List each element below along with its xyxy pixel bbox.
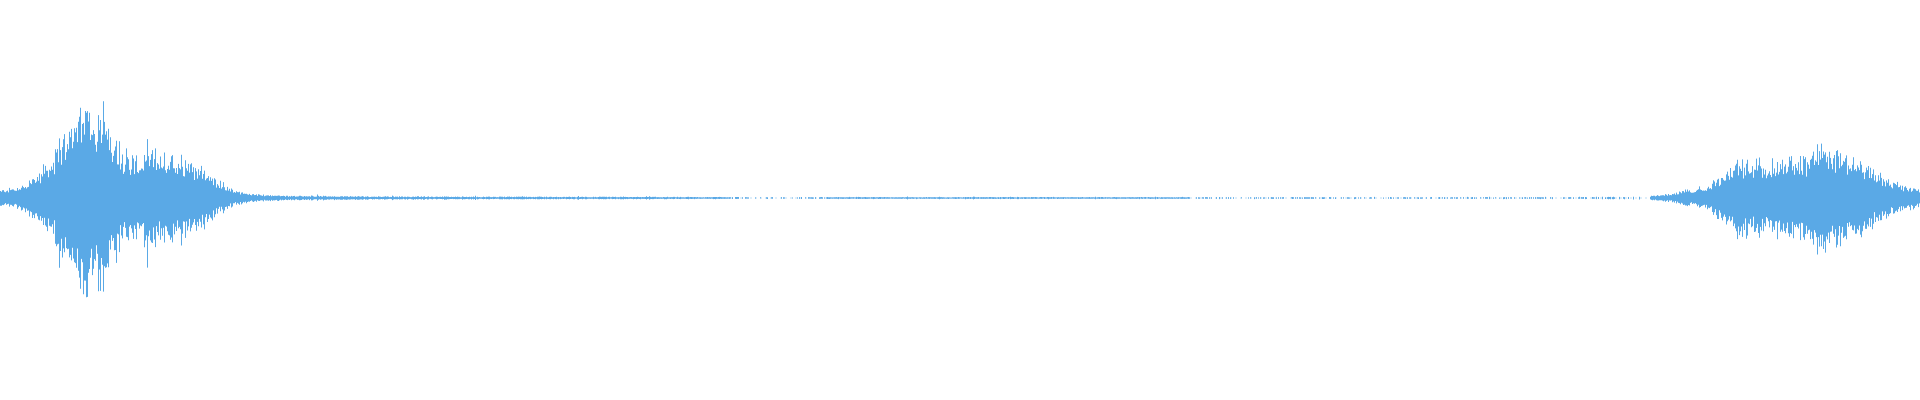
waveform-bars (0, 101, 1920, 298)
